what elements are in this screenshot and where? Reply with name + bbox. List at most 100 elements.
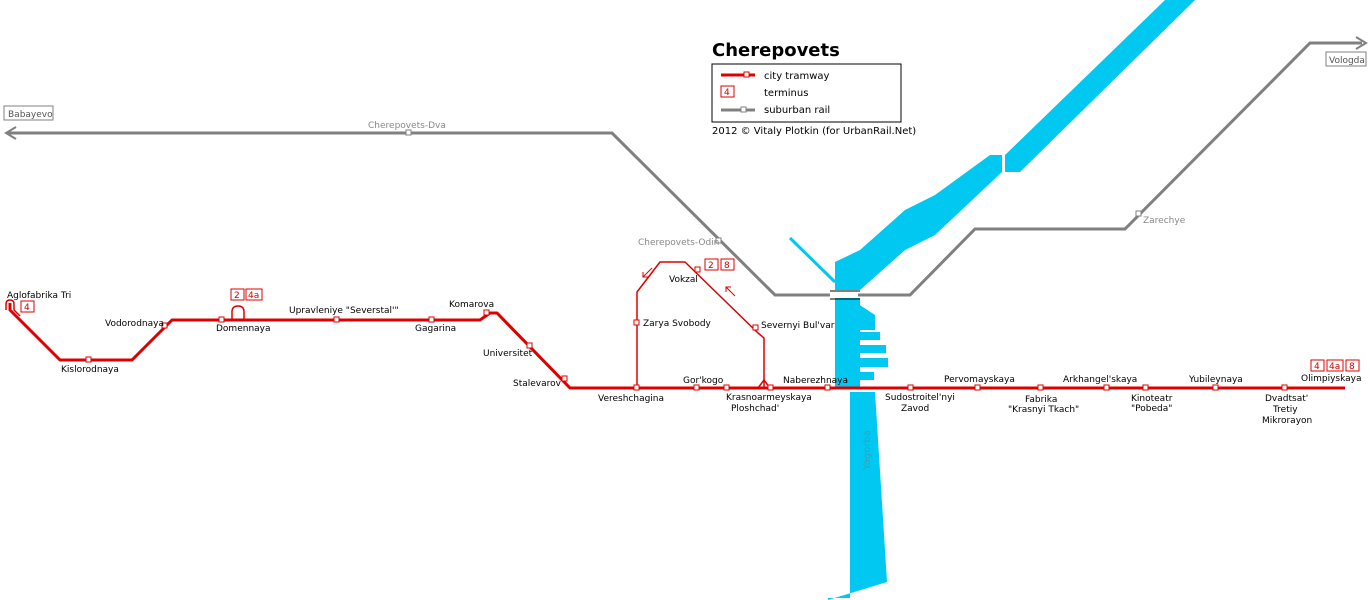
tram-loop-west <box>636 261 765 388</box>
tram-station-labels: Aglofabrika Tri Kislorodnaya Vodorodnaya… <box>7 275 1362 426</box>
legend-terminus-sample: 4 <box>724 88 730 98</box>
station-gagarina-marker <box>428 316 435 323</box>
rail-station-labels: Cherepovets-Dva Cherepovets-Odin Zarechy… <box>368 121 1186 248</box>
legend-terminus-box <box>720 85 735 98</box>
routes-olimpiyskaya: 4 4a 8 <box>1310 359 1360 372</box>
station-arkhangelskaya-label: Arkhangel'skaya <box>1063 375 1137 385</box>
tram-station-markers <box>85 266 1288 391</box>
station-gorkogo-marker <box>693 384 700 391</box>
station-kislorodnaya-marker <box>85 356 92 363</box>
station-kinoteatr-marker <box>1142 384 1149 391</box>
station-domennaya-label: Domennaya <box>216 324 271 334</box>
station-gorkogo-label: Gor'kogo <box>683 376 724 386</box>
station-pervomayskaya-marker <box>974 384 981 391</box>
station-stalevarov-marker <box>561 375 568 382</box>
rail-station-dva-label: Cherepovets-Dva <box>368 121 446 131</box>
rail-east-arrow <box>1355 36 1368 50</box>
station-severnyi-label: Severnyi Bul'var <box>761 321 835 331</box>
bridge <box>830 290 860 300</box>
station-sudostroitel-label-2: Zavod <box>901 404 929 414</box>
station-upravleniye-label: Upravleniye "Severstal'" <box>289 306 399 316</box>
legend-tram-label: city tramway <box>764 71 830 82</box>
station-vodorodnaya-marker <box>161 322 168 329</box>
river-dock-4 <box>858 372 874 380</box>
river-dock-3 <box>858 358 888 367</box>
destination-vologda: Vologda <box>1325 51 1367 67</box>
rail-east-line <box>858 41 1362 297</box>
river-label: Yagorba <box>862 430 873 471</box>
legend-tram-marker <box>743 71 750 78</box>
station-dvadtsat-label-1: Dvadtsat' <box>1265 394 1308 404</box>
station-zarya-marker <box>633 319 640 326</box>
river-dock-1 <box>858 332 880 340</box>
tram-network <box>5 261 1345 390</box>
rail-station-zarechye-label: Zarechye <box>1143 216 1186 226</box>
station-aglofabrika-label: Aglofabrika Tri <box>7 291 71 301</box>
rail-west-line <box>8 131 830 297</box>
destination-babayevo-label: Babayevo <box>8 110 53 120</box>
station-fabrika-marker <box>1037 384 1044 391</box>
station-sudostroitel-marker <box>907 384 914 391</box>
legend-rail-label: suburban rail <box>764 105 830 116</box>
tram-main-line <box>8 303 1345 390</box>
station-krasnoarm-marker <box>723 384 730 391</box>
route-aglofabrika-4: 4 <box>24 303 30 313</box>
station-domennaya-marker <box>218 316 225 323</box>
tram-direction-arrows <box>642 267 736 297</box>
station-naberezhnaya-marker <box>767 384 774 391</box>
station-vodorodnaya-label: Vodorodnaya <box>105 319 164 329</box>
river-yagorba <box>828 392 887 600</box>
station-vokzal-label: Vokzal <box>669 275 698 285</box>
station-dvadtsat-label-2: Tretiy <box>1272 405 1298 415</box>
rail-station-zarechye-marker <box>1135 210 1142 217</box>
station-severnyi-marker <box>752 324 759 331</box>
river-harbour <box>852 300 875 330</box>
tram-aglo-loop <box>5 299 21 317</box>
route-vokzal-8: 8 <box>724 261 730 271</box>
map-title: Cherepovets <box>712 40 840 61</box>
station-pervomayskaya-label: Pervomayskaya <box>944 375 1015 385</box>
legend-terminus-label: terminus <box>764 88 808 99</box>
destination-vologda-label: Vologda <box>1329 56 1365 66</box>
station-olimpiyskaya-label: Olimpiyskaya <box>1301 374 1362 384</box>
river-main-upper <box>1005 0 1195 172</box>
station-universitet-label: Universitet <box>483 349 533 359</box>
legend: city tramway 4 terminus suburban rail <box>711 63 902 123</box>
station-kinoteatr-label-1: Kinoteatr <box>1131 394 1173 404</box>
station-krasnoarm-label-1: Krasnoarmeyskaya <box>726 393 812 403</box>
station-upravleniye-marker <box>333 316 340 323</box>
route-olimpiyskaya-8: 8 <box>1349 362 1355 372</box>
rail-station-odin-label: Cherepovets-Odin <box>638 238 719 248</box>
route-olimpiyskaya-4a: 4a <box>1329 362 1340 372</box>
credit-text: 2012 © Vitaly Plotkin (for UrbanRail.Net… <box>712 126 916 137</box>
station-kislorodnaya-label: Kislorodnaya <box>61 365 119 375</box>
route-domennaya-2: 2 <box>234 291 240 301</box>
station-vereshchagina-label: Vereshchagina <box>598 394 664 404</box>
suburban-rail <box>8 41 1362 297</box>
station-fabrika-label-1: Fabrika <box>1025 395 1057 405</box>
rail-west-arrow <box>4 126 17 140</box>
station-komarova-label: Komarova <box>449 300 494 310</box>
legend-rail-marker <box>740 106 747 113</box>
station-sudostroitel-label-1: Sudostroitel'nyi <box>885 393 955 403</box>
station-yubileynaya-marker <box>1212 384 1219 391</box>
rail-station-odin-marker <box>715 237 722 244</box>
routes-domennaya: 2 4a <box>230 288 263 301</box>
station-universitet-marker <box>526 342 533 349</box>
station-dvadtsat-label-3: Mikrorayon <box>1262 416 1312 426</box>
station-stalevarov-label: Stalevarov <box>513 379 562 389</box>
rail-station-dva-marker <box>405 129 412 136</box>
station-arkhangelskaya-marker <box>1103 384 1110 391</box>
station-yubileynaya-label: Yubileynaya <box>1188 375 1243 385</box>
station-krasnoarm-label-2: Ploshchad' <box>731 404 779 414</box>
river-branch <box>788 236 837 284</box>
river-sheksna <box>828 0 1195 600</box>
routes-aglofabrika: 4 <box>20 300 35 313</box>
destination-babayevo: Babayevo <box>3 105 54 121</box>
station-dvadtsat-marker <box>1281 384 1288 391</box>
station-kinoteatr-label-2: "Pobeda" <box>1131 404 1172 414</box>
routes-vokzal: 2 8 <box>704 258 735 271</box>
station-vokzal-marker <box>694 266 701 273</box>
station-zarya-label: Zarya Svobody <box>643 319 712 329</box>
